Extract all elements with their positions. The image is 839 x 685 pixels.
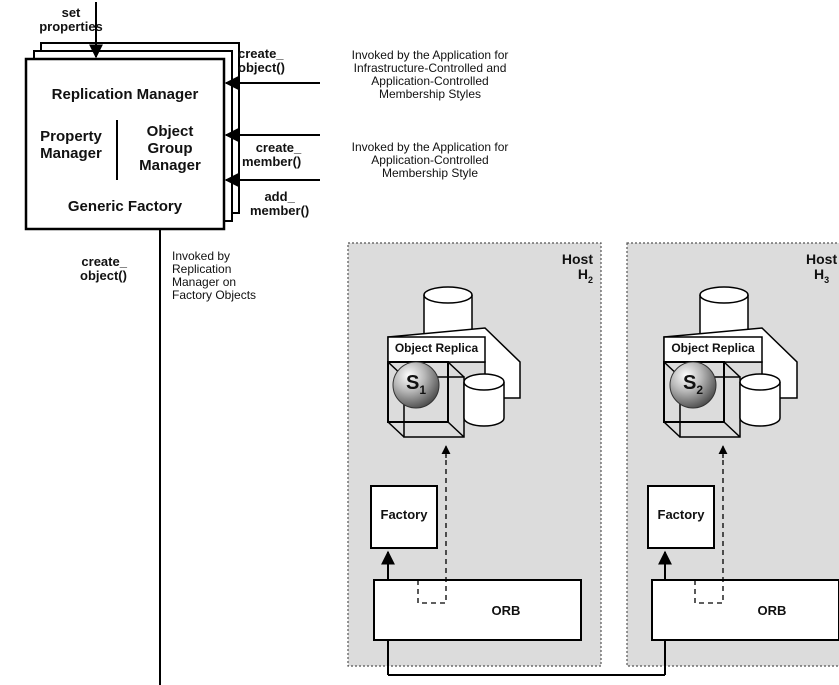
replication-manager-title: Replication Manager [26, 86, 224, 103]
factory-h2-label: Factory [371, 507, 437, 522]
factory-h3-label: Factory [648, 507, 714, 522]
infra-controlled-note: Invoked by the Application for Infrastru… [322, 49, 538, 101]
add-member-label: add_ member() [250, 190, 309, 218]
server-s1-label: S1 [400, 371, 432, 402]
server-s2-label: S2 [677, 371, 709, 402]
generic-factory-label: Generic Factory [26, 198, 224, 215]
object-group-manager-label: Object Group Manager [120, 123, 220, 174]
host-h3-label: Host H3 [806, 252, 839, 288]
property-manager-label: Property Manager [28, 128, 114, 162]
host-h2-label: Host H2 [553, 252, 593, 288]
orb-h3-label: ORB [742, 603, 802, 618]
factory-invocation-note: Invoked by Replication Manager on Factor… [172, 250, 256, 302]
create-member-label: create_ member() [242, 141, 301, 169]
object-replica-h2-label: Object Replica [388, 341, 485, 355]
app-controlled-note: Invoked by the Application for Applicati… [322, 141, 538, 180]
factory-create-object-label: create_ object() [80, 255, 127, 283]
orb-h2-label: ORB [476, 603, 536, 618]
object-replica-h3-label: Object Replica [664, 341, 762, 355]
set-properties-label: set properties [38, 6, 104, 34]
create-object-label: create_ object() [238, 47, 285, 75]
